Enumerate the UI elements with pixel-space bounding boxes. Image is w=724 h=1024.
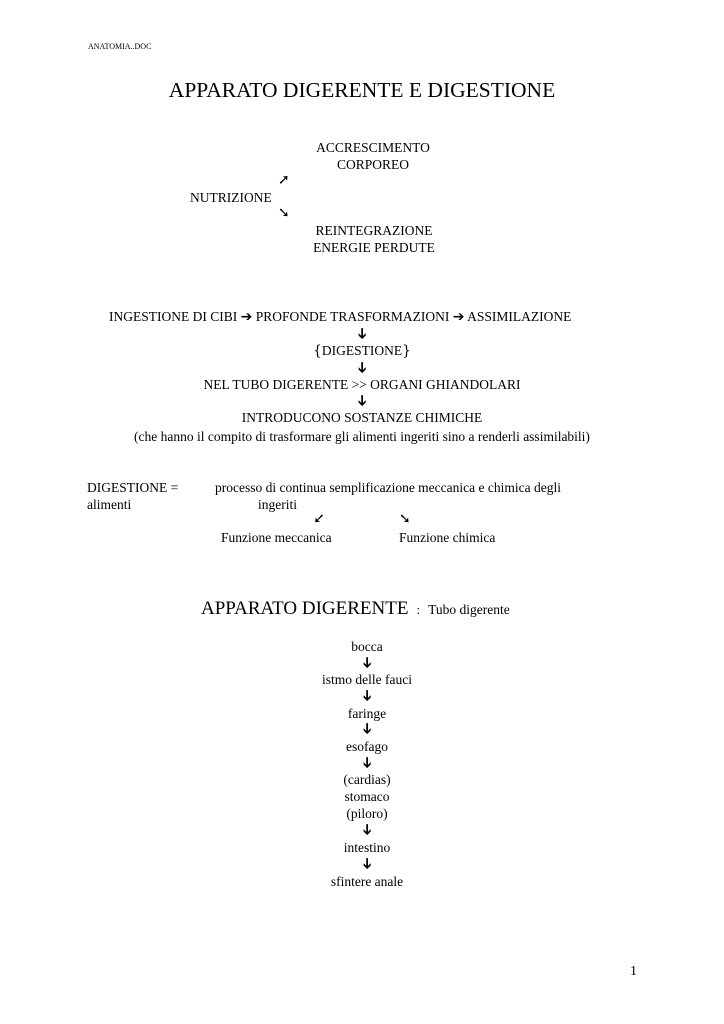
reintegrazione-label: REINTEGRAZIONE bbox=[315, 223, 433, 238]
corporeo-label: CORPOREO bbox=[336, 157, 410, 172]
organ-sfintere-anale: sfintere anale bbox=[330, 874, 404, 889]
arrow-down-icon: ➔ bbox=[358, 857, 377, 870]
apparatus-colon: : bbox=[416, 602, 421, 617]
definition-text: processo di continua semplificazione mec… bbox=[215, 480, 561, 495]
tubo-digerente-line: NEL TUBO DIGERENTE >> ORGANI GHIANDOLARI bbox=[203, 377, 521, 392]
organ-stomaco: stomaco bbox=[344, 789, 390, 804]
page-title: APPARATO DIGERENTE E DIGESTIONE bbox=[168, 78, 556, 102]
arrow-down-right-icon: ➘ bbox=[399, 511, 411, 527]
arrow-right-icon: ➔ bbox=[240, 309, 253, 325]
arrow-down-icon: ➔ bbox=[358, 756, 377, 769]
organ-cardias: (cardias) bbox=[343, 772, 391, 787]
arrow-down-right-icon: ➘ bbox=[278, 205, 290, 221]
definition-alimenti: alimenti bbox=[87, 497, 132, 512]
arrow-right-icon: ➔ bbox=[452, 309, 465, 325]
funzione-meccanica-label: Funzione meccanica bbox=[221, 530, 332, 545]
definition-ingeriti: ingeriti bbox=[258, 497, 297, 512]
definition-term: DIGESTIONE = bbox=[87, 480, 179, 495]
organ-faringe: faringe bbox=[347, 706, 387, 721]
energie-perdute-label: ENERGIE PERDUTE bbox=[313, 240, 435, 255]
apparatus-heading: APPARATO DIGERENTE bbox=[201, 598, 409, 619]
arrow-down-icon: ➔ bbox=[358, 656, 377, 669]
funzione-chimica-label: Funzione chimica bbox=[399, 530, 496, 545]
arrow-down-icon: ➔ bbox=[358, 722, 377, 735]
arrow-down-icon: ➔ bbox=[358, 823, 377, 836]
arrow-up-right-icon: ➚ bbox=[278, 172, 290, 188]
digestione-braced: {DIGESTIONE} bbox=[313, 342, 411, 360]
organ-esofago: esofago bbox=[346, 739, 388, 754]
document-filename: ANATOMIA..DOC bbox=[88, 42, 152, 51]
arrow-down-icon: ➔ bbox=[358, 689, 377, 702]
brace-close: } bbox=[402, 343, 412, 359]
organ-piloro: (piloro) bbox=[346, 806, 388, 821]
accrescimento-label: ACCRESCIMENTO bbox=[316, 140, 430, 155]
sostanze-chimiche-line: INTRODUCONO SOSTANZE CHIMICHE bbox=[241, 410, 483, 425]
brace-open: { bbox=[312, 343, 322, 359]
assimilazione-label: ASSIMILAZIONE bbox=[467, 309, 572, 324]
apparatus-subtitle: Tubo digerente bbox=[428, 602, 510, 617]
digestione-label: DIGESTIONE bbox=[321, 343, 403, 358]
arrow-down-icon: ➔ bbox=[353, 394, 372, 407]
nutrizione-label: NUTRIZIONE bbox=[190, 190, 272, 205]
arrow-down-icon: ➔ bbox=[353, 361, 372, 374]
trasformazioni-label: PROFONDE TRASFORMAZIONI bbox=[255, 309, 450, 324]
ingestione-label: INGESTIONE DI CIBI bbox=[109, 309, 238, 324]
page-number: 1 bbox=[630, 964, 637, 979]
process-row: INGESTIONE DI CIBI ➔ PROFONDE TRASFORMAZ… bbox=[109, 308, 571, 325]
organ-intestino: intestino bbox=[343, 840, 391, 855]
arrow-down-left-icon: ➘ bbox=[313, 511, 325, 527]
arrow-down-icon: ➔ bbox=[353, 327, 372, 340]
organ-istmo: istmo delle fauci bbox=[322, 672, 412, 687]
chem-note: (che hanno il compito di trasformare gli… bbox=[134, 429, 590, 444]
organ-bocca: bocca bbox=[351, 639, 383, 654]
apparatus-heading-row: APPARATO DIGERENTE : Tubo digerente bbox=[201, 598, 510, 620]
